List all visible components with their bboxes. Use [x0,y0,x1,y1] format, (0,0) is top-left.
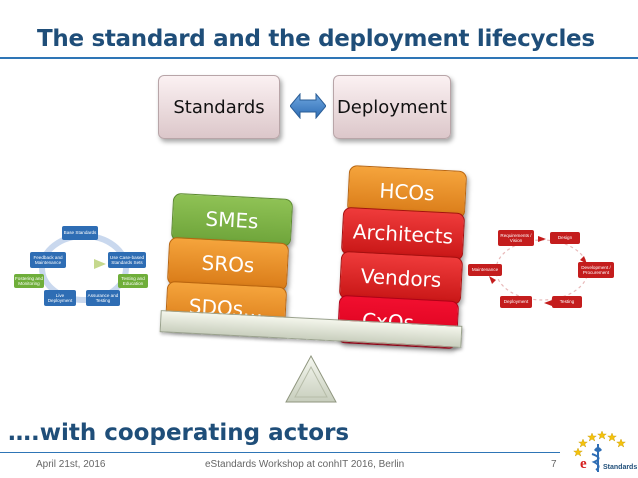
cycle-item-testing: Testing [552,296,582,308]
hcos-label: HCOs [378,178,436,206]
bottom-caption: ….with cooperating actors [8,420,350,446]
cycle-item-feedback-maintenance: Feedback and Maintenance [30,252,66,268]
cycle-item-design: Design [550,232,580,244]
vendors-label: Vendors [360,263,442,293]
cycle-item-base-standards: Base Standards [62,226,98,240]
footer-page-number: 7 [551,459,557,470]
logo-stars-icon [573,430,626,472]
slide-title: The standard and the deployment lifecycl… [37,26,595,52]
cycle-item-assurance-testing: Assurance and Testing [86,290,120,306]
footer-date: April 21st, 2016 [36,459,106,470]
sros-label: SROs [201,250,255,278]
smes-label: SMEs [204,206,260,234]
cycle-item-maintenance: Maintenance [468,264,502,276]
double-arrow-icon [290,93,326,119]
cycle-item-requirements: Requirements / Vision [498,230,534,246]
cycle-item-live-deployment: Live Deployment [44,290,76,306]
estandards-logo: e Standards [568,428,638,476]
logo-letter: e [580,456,587,472]
cycle-item-deployment: Deployment [500,296,532,308]
fulcrum-triangle [285,355,337,403]
logo-text: Standards [603,464,638,471]
deployment-label: Deployment [336,96,448,118]
standards-label: Standards [173,96,265,118]
standards-box: Standards [158,75,280,139]
architects-label: Architects [352,219,454,249]
footer-event: eStandards Workshop at conhIT 2016, Berl… [205,459,405,470]
standards-lifecycle-diagram: Base Standards Use Case-based Standards … [14,222,148,314]
deployment-box: Deployment [333,75,451,139]
cycle-item-fostering-monitoring: Fostering and Monitoring [14,274,44,288]
title-divider [0,57,638,59]
cycle-item-development: Development / Procurement [578,262,614,278]
cycle-item-use-case-sets: Use Case-based Standards Sets [108,252,146,268]
cycle-item-testing-education: Testing and Education [118,274,148,288]
deployment-lifecycle-diagram: Requirements / Vision Design Development… [466,226,616,310]
footer-divider [0,452,560,453]
